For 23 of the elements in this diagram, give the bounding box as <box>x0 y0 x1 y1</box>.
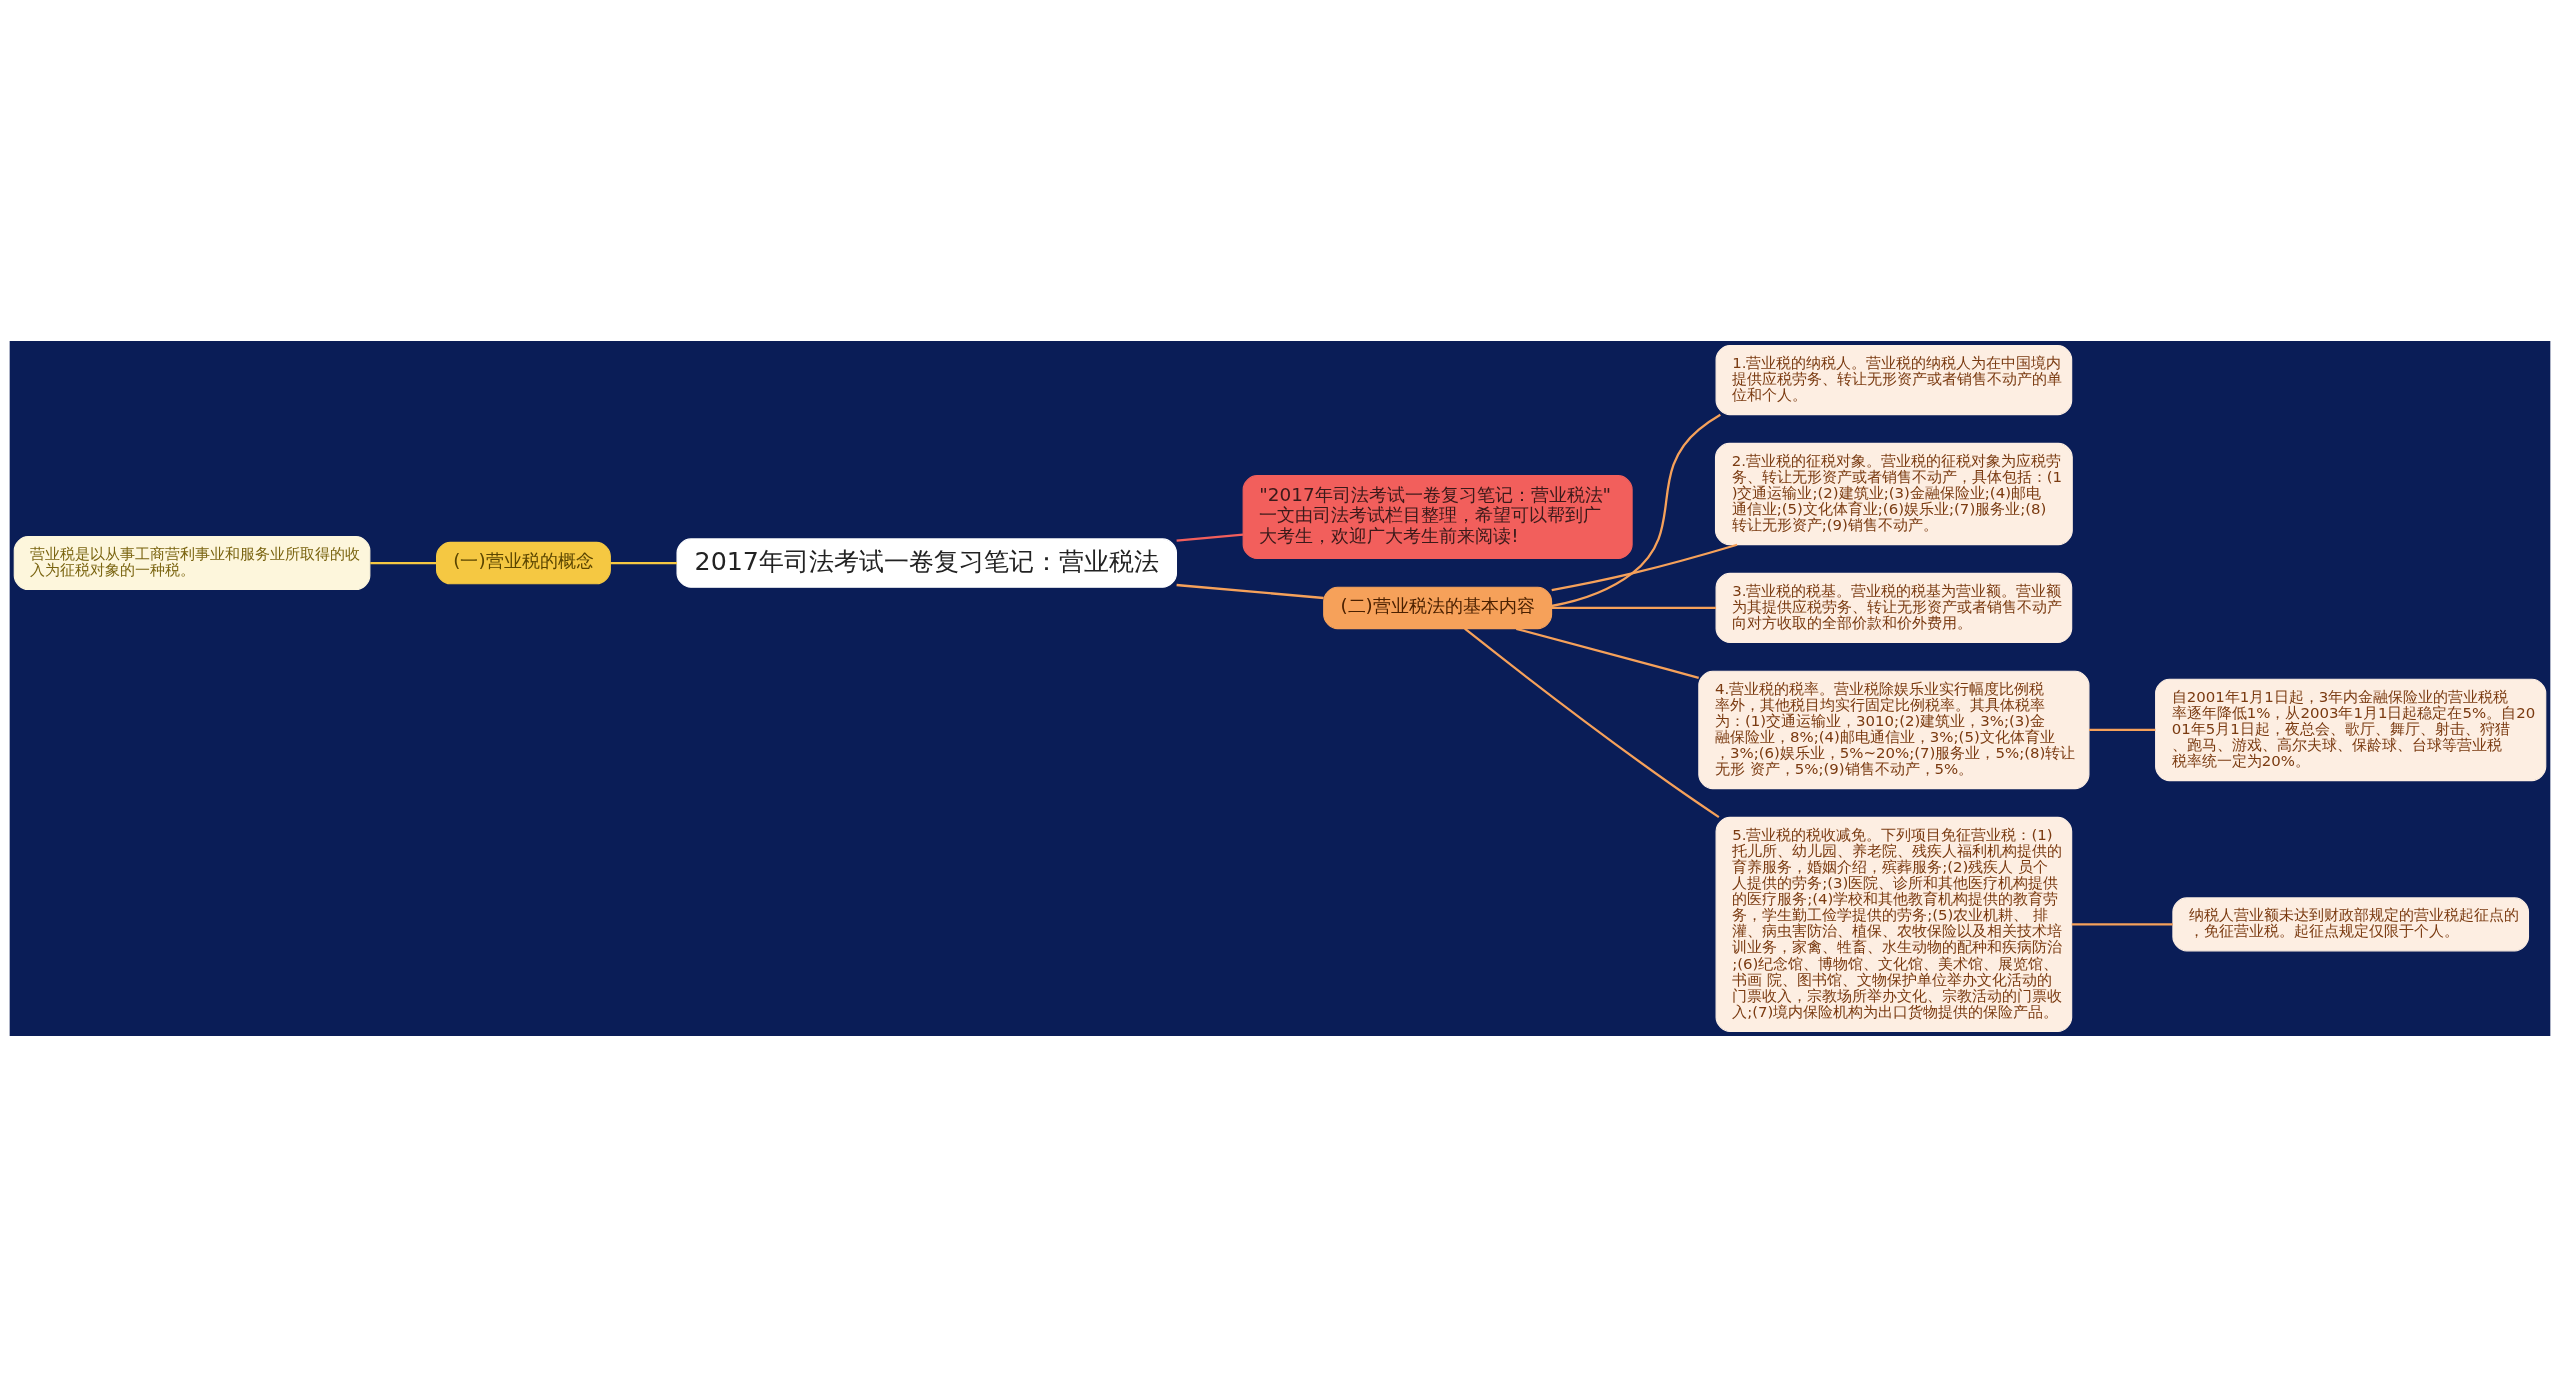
node-box: "2017年司法考试一卷复习笔记：营业税法"一文由司法考试栏目整理，希望可以帮到广大考生，欢迎广大考生前来阅读! <box>1242 475 1633 560</box>
node-box: 营业税是以从事工商营利事业和服务业所取得的收入为征税对象的一种税。 <box>13 536 371 591</box>
node-box: (二)营业税法的基本内容 <box>1323 586 1553 630</box>
connector <box>1551 606 1716 610</box>
connector <box>2089 728 2156 732</box>
node-box: 2017年司法考试一卷复习笔记：营业税法 <box>676 538 1177 588</box>
connector <box>1551 543 1738 592</box>
connector <box>2071 923 2173 926</box>
node-box: 纳税人营业额未达到财政部规定的营业税起征点的，免征营业税。起征点规定仅限于个人。 <box>2172 897 2530 952</box>
connector <box>610 561 677 565</box>
connector <box>1176 533 1244 542</box>
node-box: 2.营业税的征税对象。营业税的征税对象为应税劳务、转让无形资产或者销售不动产，具体包括：(1)交通运输业;(2)建筑业;(3)金融保险业;(4)邮电通信业;(5)文化体育业;(6)娱乐业;(7)服务业;(8)转让无形资产;(9)销售不动产。 <box>1714 442 2073 546</box>
node-box: 1.营业税的纳税人。营业税的纳税人为在中国境内提供应税劳务、转让无形资产或者销售不动产的单位和个人。 <box>1715 345 2073 416</box>
node-box: 4.营业税的税率。营业税除娱乐业实行幅度比例税率外，其他税目均实行固定比例税率。其具体税率为：(1)交通运输业，3010;(2)建筑业，3%;(3)金融保险业，8%;(4)邮电通信业，3%;(5)文化体育业，3%;(6)娱乐业，5%~20%;(7)服务业，5%;(8)转让无形 资产，5%;(9)销售不动产，5%。 <box>1698 670 2090 790</box>
node-box: (一)营业税的概念 <box>436 541 611 585</box>
node-box: 3.营业税的税基。营业税的税基为营业额。营业额为其提供应税劳务、转让无形资产或者销售不动产向对方收取的全部价款和价外费用。 <box>1715 572 2073 644</box>
connector <box>1551 413 1721 608</box>
connector <box>370 561 437 565</box>
connector <box>1176 583 1324 600</box>
node-box: 5.营业税的税收减免。下列项目免征营业税：(1)托儿所、幼儿园、养老院、残疾人福利机构提供的育养服务，婚姻介绍，殡葬服务;(2)残疾人 员个人提供的劳务;(3)医院、诊所和其他医疗机构提供的医疗服务;(4)学校和其他教育机构提供的教育劳务，学生勤工俭学提供的劳务;(5)农业机耕、 排灌、病虫害防治、植保、农牧保险以及相关技术培训业务，家禽、牲畜、水生动物的配种和疾病防治;(6)纪念馆、博物馆、文化馆、美术馆、展览馆、书画 院、图书馆、文物保护单位举办文化活动的门票收入，宗教场所举办文化、宗教活动的门票收入;(7)境内保险机构为出口货物提供的保险产品。 <box>1715 816 2073 1032</box>
node-box: 自2001年1月1日起，3年内金融保险业的营业税税率逐年降低1%，从2003年1月1日起稳定在5%。自2001年5月1日起，夜总会、歌厅、舞厅、射击、狩猎、跑马、游戏、高尔夫球、保龄球、台球等营业税税率统一定为20%。 <box>2155 678 2547 782</box>
connector <box>1516 627 1699 679</box>
connector <box>1464 627 1720 819</box>
